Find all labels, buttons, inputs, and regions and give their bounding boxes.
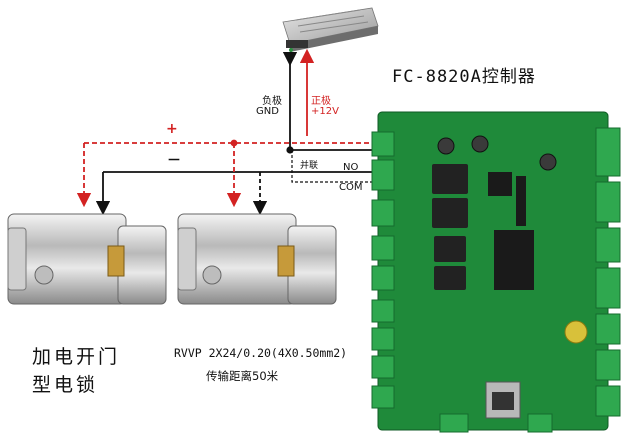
positive-wires (76, 48, 380, 208)
psu-positive-voltage: +12V (311, 106, 339, 117)
controller-board (371, 111, 621, 433)
negative-wire-sign: － (167, 153, 181, 169)
psu-positive-label: 正极 (311, 96, 331, 107)
power-supply (282, 7, 379, 52)
negative-wires (95, 51, 380, 216)
lock-name-line1: 加电开门 (32, 346, 121, 368)
electric-lock-right (177, 213, 337, 305)
cable-spec: RVVP 2X24/0.20(4X0.50mm2) (174, 346, 348, 360)
positive-wire-sign: + (166, 121, 178, 137)
no-terminal-label: NO (343, 162, 359, 173)
com-terminal-label: COM (339, 182, 363, 193)
electric-lock-left (7, 213, 167, 305)
parallel-jumper (286, 146, 380, 183)
parallel-label: 并联 (300, 161, 319, 171)
controller-title: FC-8820A控制器 (392, 67, 536, 87)
cable-distance: 传输距离50米 (206, 369, 279, 383)
psu-negative-label: 负极 (262, 96, 282, 107)
psu-gnd-label: GND (256, 106, 279, 117)
lock-name-line2: 型电锁 (32, 374, 99, 396)
